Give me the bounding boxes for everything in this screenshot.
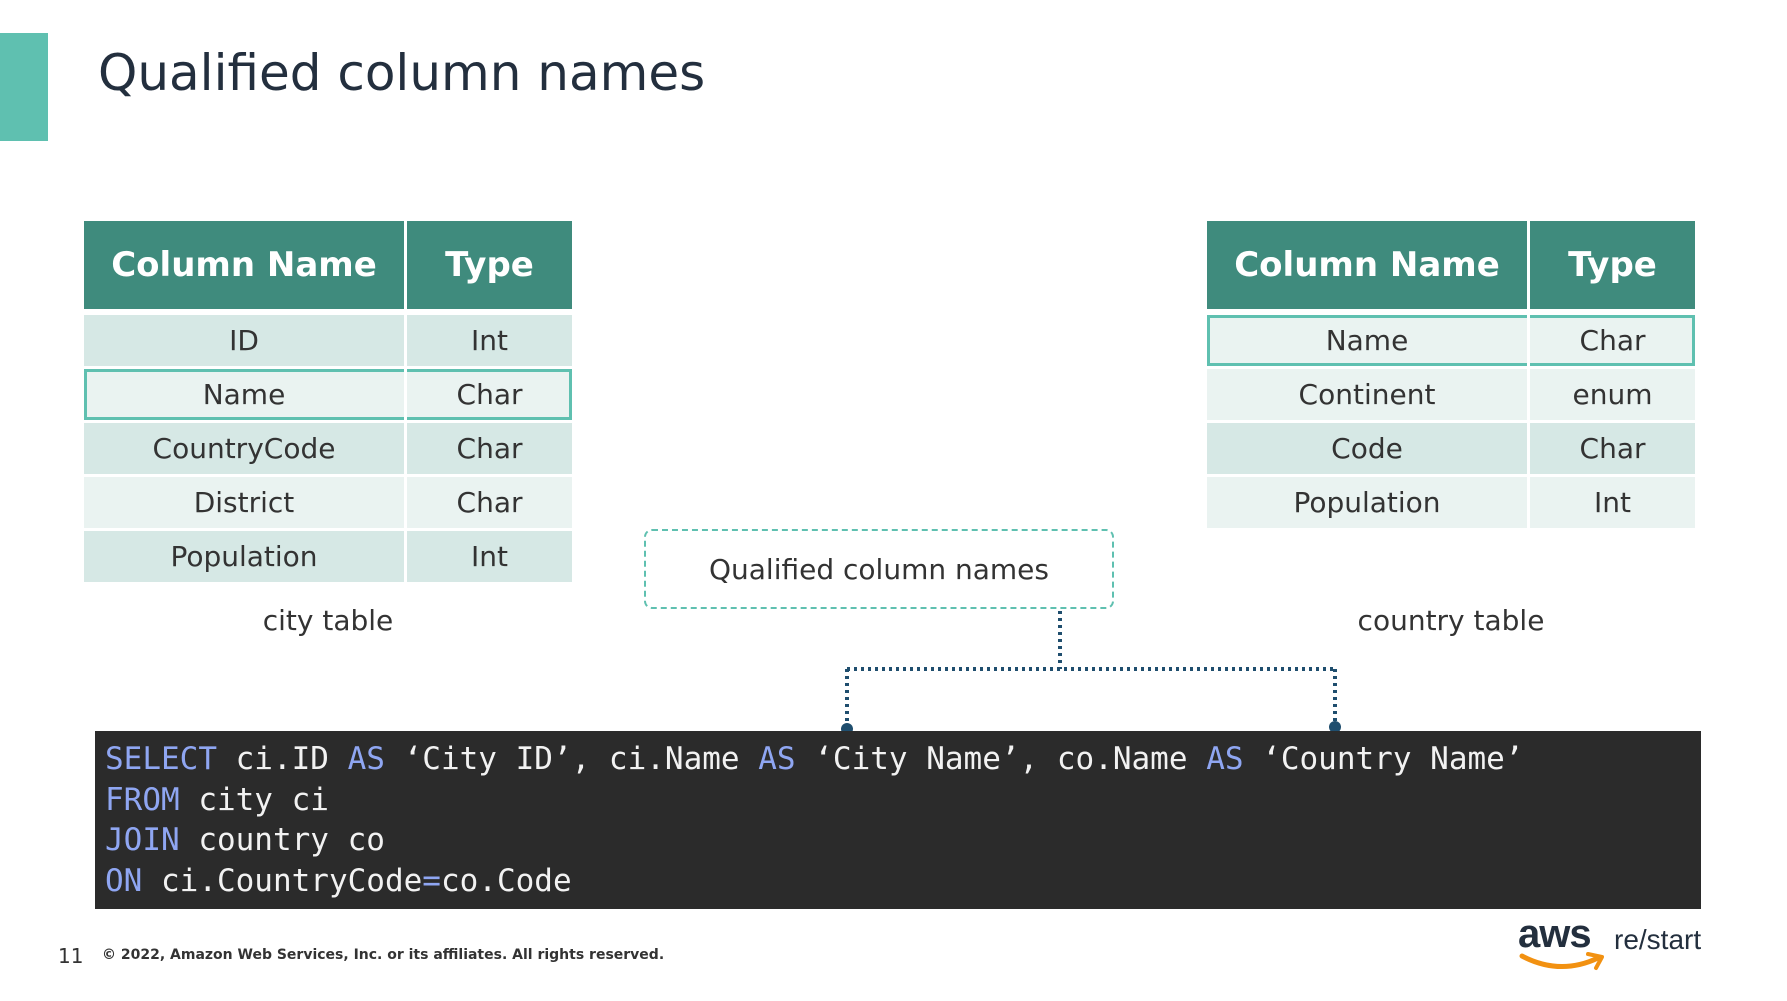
code-line: SELECT ci.ID AS ‘City ID’, ci.Name AS ‘C… — [105, 739, 1691, 780]
page-title: Qualified column names — [98, 44, 706, 102]
country-table-cell-type: Int — [1528, 475, 1695, 531]
country-table-cell-column-name: Population — [1207, 475, 1530, 531]
sql-keyword: FROM — [105, 781, 180, 818]
city-table-cell-column-name: District — [84, 475, 407, 531]
sql-keyword: AS — [1206, 741, 1244, 777]
callout-box: Qualified column names — [644, 529, 1114, 609]
aws-smile-icon — [1519, 952, 1604, 970]
city-table-caption: city table — [262, 604, 394, 637]
sql-text: ‘City ID’, ci.Name — [384, 741, 759, 777]
country-table-caption: country table — [1357, 604, 1545, 637]
sql-keyword: JOIN — [105, 822, 180, 858]
sql-text: ‘Country Name’ — [1243, 741, 1524, 777]
sql-text: ‘City Name’, co.Name — [795, 741, 1207, 777]
aws-logo-text: aws — [1518, 912, 1592, 956]
country-header-type: Type — [1528, 221, 1695, 315]
sql-text: country co — [179, 822, 385, 858]
copyright-notice: © 2022, Amazon Web Services, Inc. or its… — [102, 947, 665, 963]
callout-text: Qualified column names — [708, 552, 1049, 586]
country-header-column-name: Column Name — [1207, 221, 1530, 315]
accent-bar — [0, 33, 48, 141]
city-table-cell-column-name: ID — [84, 312, 407, 369]
sql-keyword: = — [422, 862, 441, 899]
city-table-cell-type: Int — [405, 529, 572, 585]
city-table-cell-type: Char — [405, 367, 572, 423]
code-line: FROM city ci — [105, 780, 1691, 821]
sql-text: ci.CountryCode — [142, 862, 423, 899]
country-table-header-row: Column Name Type — [1207, 221, 1695, 315]
country-table-cell-type: Char — [1528, 312, 1695, 369]
city-header-type: Type — [405, 221, 572, 315]
city-table-cell-column-name: Population — [84, 529, 407, 585]
aws-restart-logo: aws re/start — [1518, 912, 1718, 982]
country-table-cell-column-name: Name — [1207, 312, 1530, 369]
country-table-cell-column-name: Code — [1207, 421, 1530, 477]
city-table-header-row: Column Name Type — [84, 221, 572, 315]
sql-code-block: SELECT ci.ID AS ‘City ID’, ci.Name AS ‘C… — [95, 731, 1701, 909]
restart-logo-text: re/start — [1614, 924, 1702, 955]
sql-keyword: AS — [758, 741, 796, 777]
country-table-cell-type: enum — [1528, 367, 1695, 423]
code-line: JOIN country co — [105, 820, 1691, 861]
page-number: 11 — [58, 944, 84, 968]
sql-keyword: ON — [105, 862, 143, 899]
sql-text: ci.ID — [216, 741, 348, 777]
city-table-cell-type: Char — [405, 421, 572, 477]
city-table-cell-type: Char — [405, 475, 572, 531]
sql-keyword: AS — [347, 741, 385, 777]
city-table-cell-column-name: CountryCode — [84, 421, 407, 477]
country-table-cell-type: Char — [1528, 421, 1695, 477]
sql-text: co.Code — [440, 862, 572, 899]
sql-text: city ci — [179, 781, 329, 818]
city-table-cell-column-name: Name — [84, 367, 407, 423]
country-table-cell-column-name: Continent — [1207, 367, 1530, 423]
city-table-cell-type: Int — [405, 312, 572, 369]
city-header-column-name: Column Name — [84, 221, 407, 315]
sql-keyword: SELECT — [105, 741, 217, 777]
code-line: ON ci.CountryCode=co.Code — [105, 861, 1691, 902]
